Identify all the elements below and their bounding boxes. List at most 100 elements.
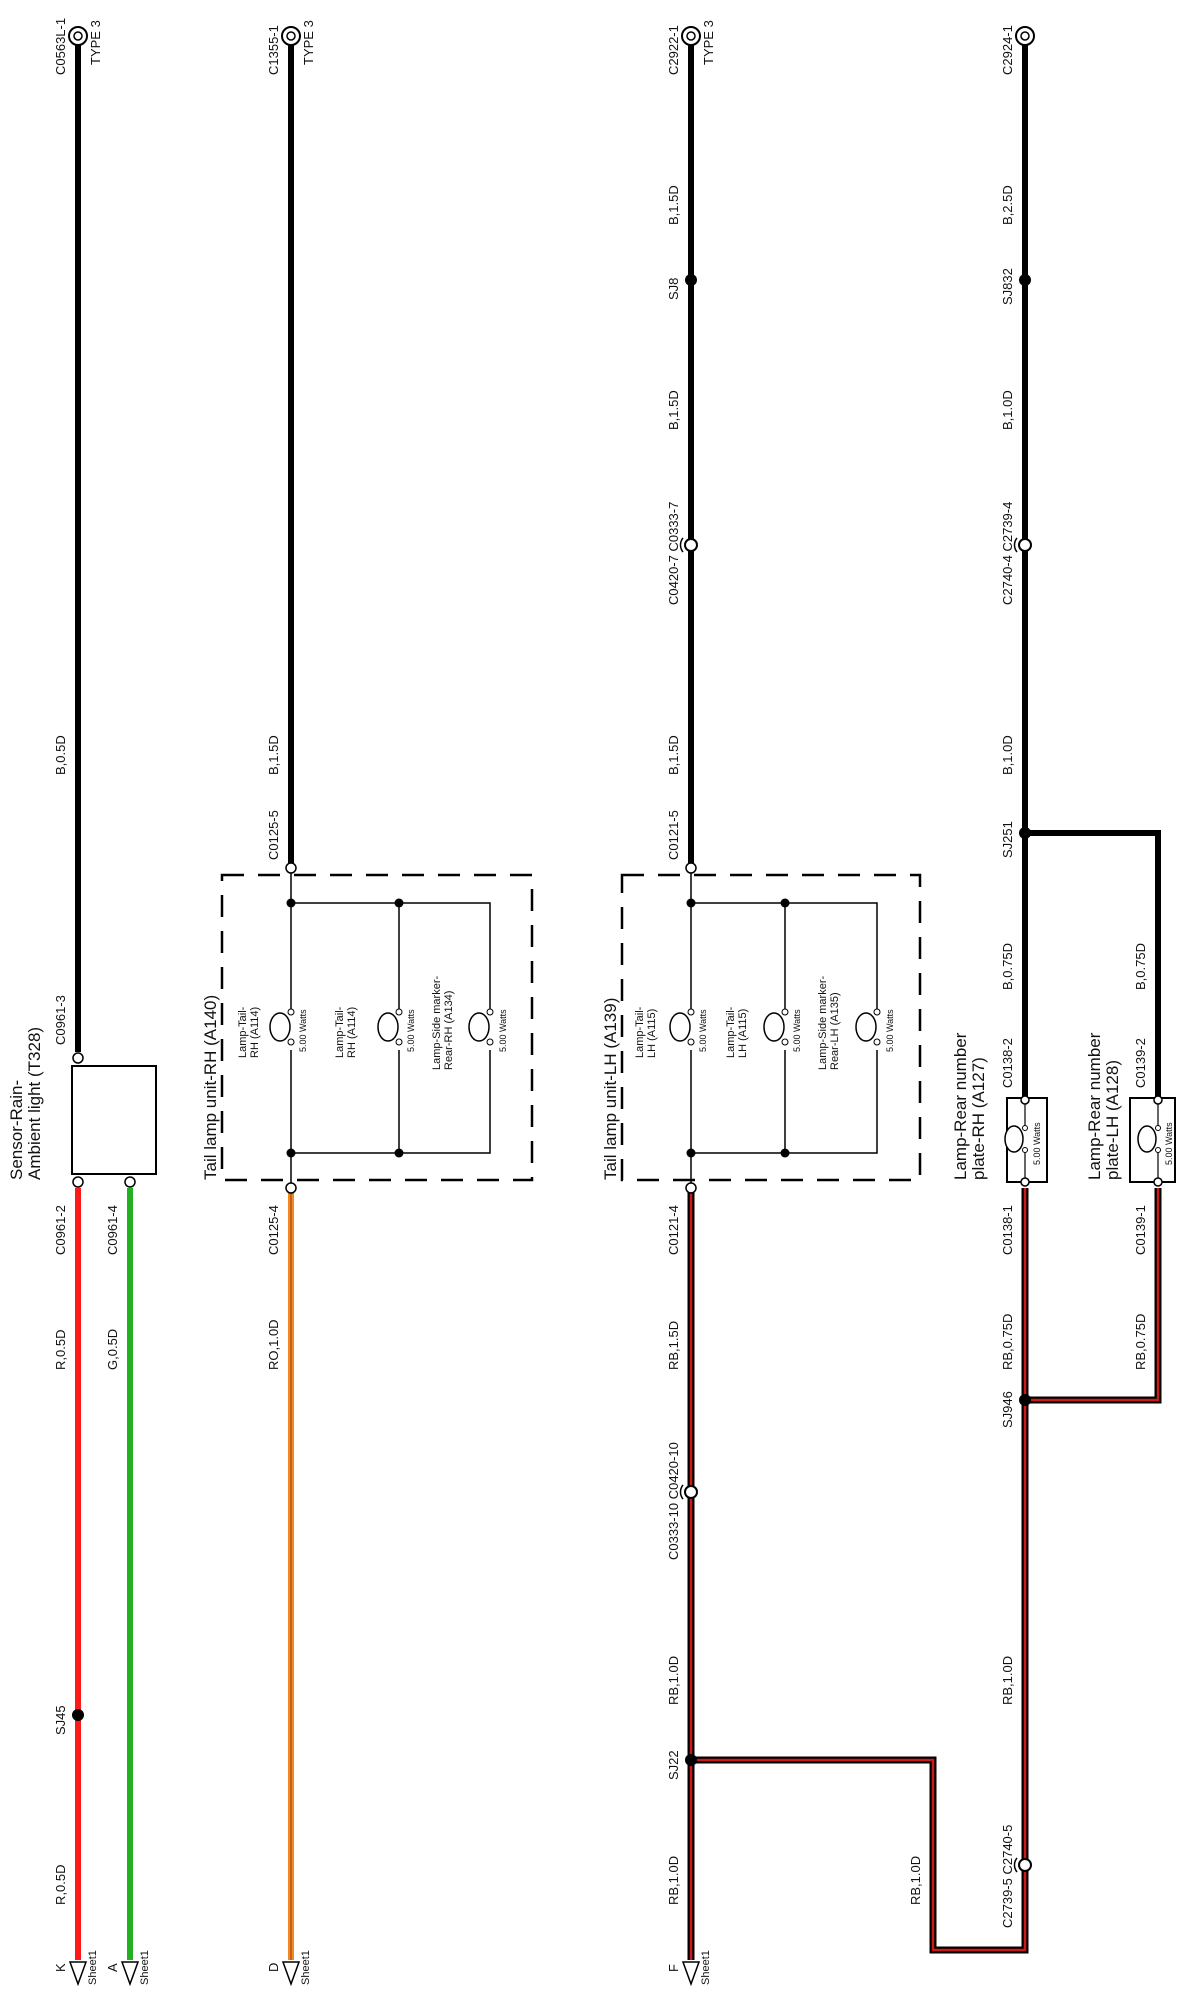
label-b-1.5d-rh: B,1.5D — [266, 735, 281, 775]
top-connectors: C0563L-1 TYPE 3 C1355-1 TYPE 3 C2922-1 T… — [53, 18, 1035, 75]
sheet-ref-f-letter: F — [666, 1964, 681, 1972]
title-sensor-line2: Ambient light (T328) — [25, 1027, 44, 1180]
bulb-lh-3-label-b: Rear-LH (A135) — [829, 992, 841, 1070]
inline-connector-c2739-5[interactable]: C2739-5 C2740-5 — [1000, 1825, 1032, 1928]
plate-lh-watts: 5.00 Watts — [1164, 1122, 1174, 1165]
bulb-lh-1-label-b: LH (A115) — [646, 1009, 658, 1058]
sensor-rain-ambient-light[interactable]: Sensor-Rain- Ambient light (T328) C0961-… — [7, 995, 157, 1255]
bulb-lh-3: Lamp-Side marker- Rear-LH (A135) 5.00 Wa… — [817, 976, 895, 1070]
splice-sj22[interactable] — [685, 1754, 697, 1766]
sheet-ref-k-label: Sheet1 — [87, 1950, 99, 1985]
wire-rb-1.0d-branch[interactable] — [691, 1756, 1029, 1954]
label-b-0.5d: B,0.5D — [53, 735, 68, 775]
splice-sj251[interactable] — [1019, 827, 1031, 839]
inline-connectors: C0420-7 C0333-7 C2740-4 C2739-4 C0333-10… — [666, 502, 1032, 1928]
sheet-references: K Sheet1 A Sheet1 D Sheet1 F Sheet1 — [53, 1950, 712, 1987]
inline-connector-c0333-10[interactable]: C0333-10 C0420-10 — [666, 1442, 698, 1560]
label-b-0.75d-lh: B,0.75D — [1133, 943, 1148, 990]
bulb-lh-1: Lamp-Tail- LH (A115) 5.00 Watts — [634, 1006, 708, 1058]
bulb-rh-2-watts: 5.00 Watts — [406, 1009, 416, 1052]
pin-c0125-4: C0125-4 — [266, 1205, 281, 1255]
splice-sj946[interactable] — [1019, 1394, 1031, 1406]
plate-rh-watts: 5.00 Watts — [1032, 1122, 1042, 1165]
splices: SJ8 SJ832 SJ251 SJ946 SJ22 SJ45 — [53, 268, 1031, 1780]
label-rb-1.0d-bottom: RB,1.0D — [666, 1856, 681, 1905]
title-plate-lh-line2: plate-LH (A128) — [1103, 1060, 1122, 1180]
wire-labels: B,0.5D B,1.5D B,1.5D B,1.5D B,1.5D B,2.5… — [53, 185, 1148, 1905]
label-rb-0.75d-rh: RB,0.75D — [1000, 1314, 1015, 1370]
bulb-lh-2-watts: 5.00 Watts — [792, 1009, 802, 1052]
sheet-ref-k-letter: K — [53, 1963, 68, 1972]
sheet-ref-k[interactable]: K Sheet1 — [53, 1950, 99, 1987]
sheet-ref-d-label: Sheet1 — [300, 1950, 312, 1985]
label-g-0.5d: G,0.5D — [105, 1329, 120, 1370]
sheet-ref-a-label: Sheet1 — [139, 1950, 151, 1985]
lamp-rear-number-plate-lh[interactable]: 5.00 Watts Lamp-Rear number plate-LH (A1… — [1085, 1032, 1176, 1255]
bulb-rh-3-label-b: Rear-RH (A134) — [443, 991, 455, 1070]
label-sj22: SJ22 — [666, 1750, 681, 1780]
label-b-1.5d-lh-top: B,1.5D — [666, 185, 681, 225]
sheet-ref-d[interactable]: D Sheet1 — [266, 1950, 312, 1987]
pin-c0139-2: C0139-2 — [1133, 1038, 1148, 1088]
wires — [75, 45, 1162, 1960]
connector-c2922-1[interactable]: C2922-1 TYPE 3 — [666, 20, 716, 75]
bulb-lh-2-label-b: LH (A115) — [737, 1009, 749, 1058]
splice-sj45[interactable] — [72, 1709, 84, 1721]
title-plate-rh-line1: Lamp-Rear number — [951, 1032, 970, 1180]
label-c2922-1: C2922-1 — [666, 25, 681, 75]
label-type3-c: TYPE 3 — [701, 20, 716, 65]
bulb-rh-1-watts: 5.00 Watts — [298, 1009, 308, 1052]
label-b-1.0d-low: B,1.0D — [1000, 735, 1015, 775]
pin-c0961-3: C0961-3 — [53, 995, 68, 1045]
pin-c0125-5: C0125-5 — [266, 810, 281, 860]
title-plate-lh-line1: Lamp-Rear number — [1085, 1032, 1104, 1180]
label-b-1.0d-mid: B,1.0D — [1000, 390, 1015, 430]
pin-c0121-5: C0121-5 — [666, 810, 681, 860]
label-r-0.5d-top: R,0.5D — [53, 1330, 68, 1370]
label-rb-1.0d-branch: RB,1.0D — [908, 1856, 923, 1905]
label-sj8: SJ8 — [666, 278, 681, 300]
label-c0420-7-c0333-7: C0420-7 C0333-7 — [666, 502, 681, 605]
bulb-lh-1-label-a: Lamp-Tail- — [634, 1006, 646, 1058]
pin-c0961-2: C0961-2 — [53, 1205, 68, 1255]
title-plate-rh-line2: plate-RH (A127) — [969, 1057, 988, 1180]
splice-sj832[interactable] — [1019, 274, 1031, 286]
splice-sj8[interactable] — [685, 274, 697, 286]
sheet-ref-a[interactable]: A Sheet1 — [105, 1950, 151, 1987]
bulb-rh-1-label-b: RH (A114) — [249, 1007, 261, 1058]
label-c1355-1: C1355-1 — [266, 25, 281, 75]
bulb-rh-2: Lamp-Tail- RH (A114) 5.00 Watts — [334, 1006, 416, 1058]
lamp-rear-number-plate-rh[interactable]: 5.00 Watts Lamp-Rear number plate-RH (A1… — [951, 1032, 1048, 1255]
tail-lamp-unit-lh[interactable]: Tail lamp unit-LH (A139) C0121-5 C0121-4… — [601, 810, 922, 1255]
label-rb-1.0d-mid: RB,1.0D — [666, 1656, 681, 1705]
sheet-ref-f[interactable]: F Sheet1 — [666, 1950, 712, 1987]
connector-c1355-1[interactable]: C1355-1 TYPE 3 — [266, 20, 316, 75]
label-type3-b: TYPE 3 — [301, 20, 316, 65]
pin-c0139-1: C0139-1 — [1133, 1205, 1148, 1255]
pin-c0961-4: C0961-4 — [105, 1205, 120, 1255]
label-sj832: SJ832 — [1000, 268, 1015, 305]
label-b-0.75d-rh: B,0.75D — [1000, 943, 1015, 990]
bulb-lh-3-watts: 5.00 Watts — [885, 1009, 895, 1052]
label-b-1.5d-lh-low: B,1.5D — [666, 735, 681, 775]
bulb-lh-3-label-a: Lamp-Side marker- — [817, 976, 829, 1070]
wire-b-0.75d-lh[interactable] — [1025, 830, 1161, 1100]
label-c2924-1: C2924-1 — [1000, 25, 1015, 75]
sheet-ref-d-letter: D — [266, 1963, 281, 1972]
label-c0563l-1: C0563L-1 — [53, 18, 68, 75]
bulb-rh-1-label-a: Lamp-Tail- — [237, 1006, 249, 1058]
connector-c2924-1[interactable]: C2924-1 — [1000, 25, 1035, 75]
label-sj45: SJ45 — [53, 1705, 68, 1735]
label-rb-0.75d-lh: RB,0.75D — [1133, 1314, 1148, 1370]
inline-connector-c0420-7[interactable]: C0420-7 C0333-7 — [666, 502, 698, 605]
connector-c0563l-1[interactable]: C0563L-1 TYPE 3 — [53, 18, 103, 75]
pin-c0121-4: C0121-4 — [666, 1205, 681, 1255]
bulb-rh-3: Lamp-Side marker- Rear-RH (A134) 5.00 Wa… — [431, 976, 508, 1070]
bulb-rh-2-label-a: Lamp-Tail- — [334, 1006, 346, 1058]
inline-connector-c2740-4[interactable]: C2740-4 C2739-4 — [1000, 502, 1032, 605]
tail-lamp-unit-rh[interactable]: Tail lamp unit-RH (A140) C0125-5 C0125-4… — [201, 810, 534, 1255]
label-r-0.5d-bottom: R,0.5D — [53, 1865, 68, 1905]
label-sj251: SJ251 — [1000, 821, 1015, 858]
bulb-rh-2-label-b: RH (A114) — [346, 1007, 358, 1058]
